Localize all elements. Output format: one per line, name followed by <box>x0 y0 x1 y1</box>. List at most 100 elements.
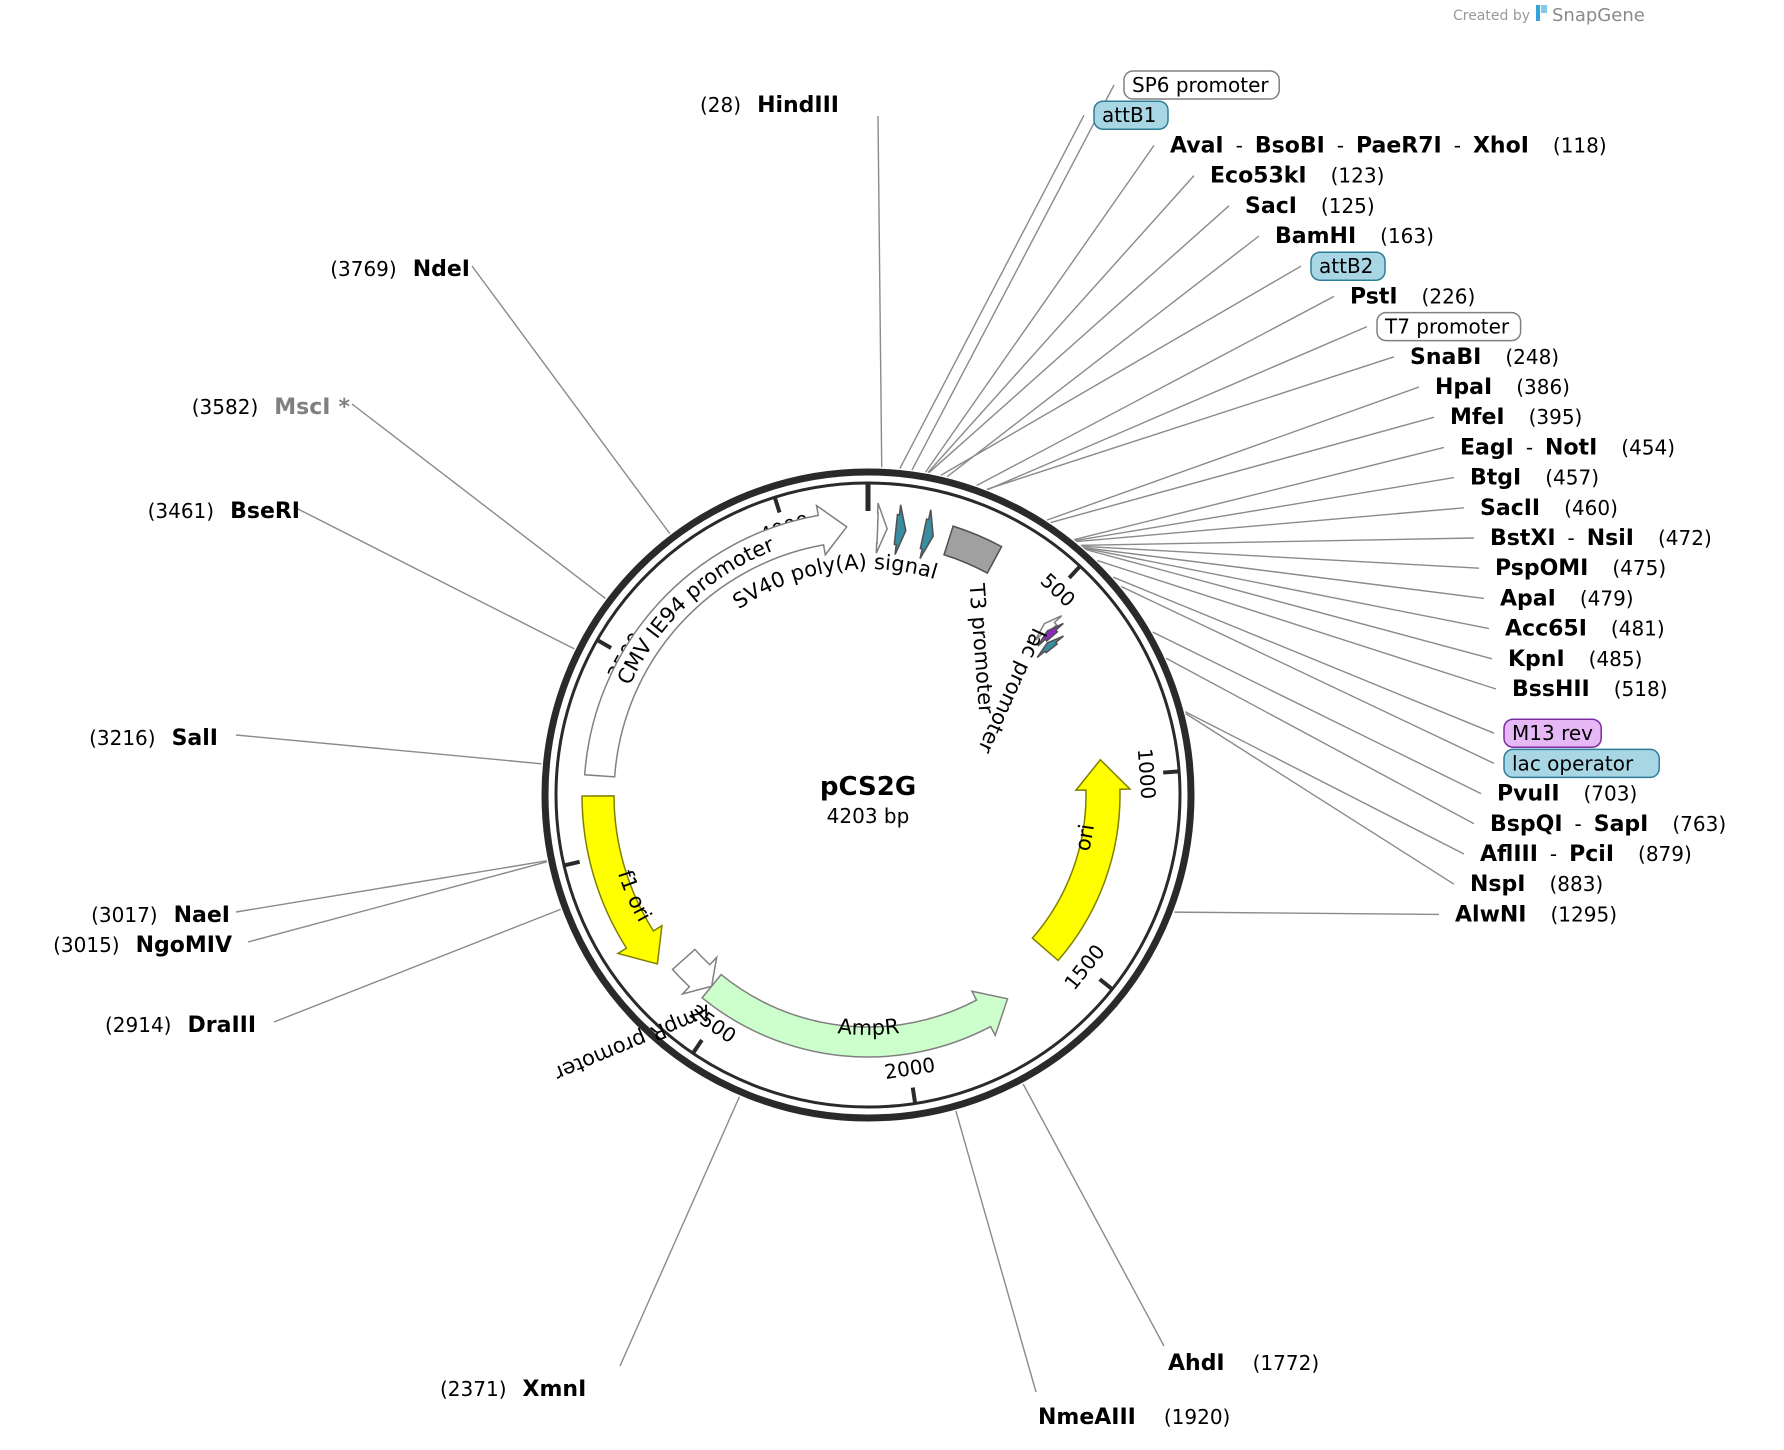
leader-line <box>955 1110 1037 1393</box>
ruler-tick <box>1067 564 1082 580</box>
plasmid-size: 4203 bp <box>827 804 910 828</box>
feature-tag-label: T7 promoter <box>1384 315 1510 339</box>
ruler-tick <box>596 638 613 650</box>
leader-line <box>1185 713 1455 885</box>
credit: Created by SnapGene <box>1453 5 1645 26</box>
ruler-tick <box>563 859 581 868</box>
site-label: AvaI-BsoBI-PaeR7I-XhoI(118) <box>1170 133 1607 158</box>
site-label: NmeAIII(1920) <box>1038 1405 1230 1430</box>
feature-tag-label: SP6 promoter <box>1132 73 1269 97</box>
ruler-label: 1000 <box>1133 748 1161 801</box>
feature-ori <box>1031 758 1132 962</box>
leader-line <box>946 235 1260 478</box>
site-label: PspOMI(475) <box>1495 556 1666 581</box>
leader-line <box>1165 657 1475 825</box>
feature-tag <box>1503 748 1660 779</box>
site-label: AflIII-PciI(879) <box>1480 842 1692 867</box>
site-label: AhdI(1772) <box>1168 1351 1319 1376</box>
leader-line <box>1152 631 1482 795</box>
feature-tag-label: lac operator <box>1512 751 1634 775</box>
site-label: BstXI-NsiI(472) <box>1490 526 1712 551</box>
ruler-tick <box>910 1087 918 1104</box>
site-label: SacII(460) <box>1480 496 1618 521</box>
site-label: (2371)XmnI <box>440 1377 586 1402</box>
leader-line <box>877 115 883 468</box>
snapgene-logo-icon <box>1536 5 1547 21</box>
feature-t3-promoter <box>943 525 1003 575</box>
leader-line <box>987 325 1368 491</box>
leader-line <box>1120 585 1495 765</box>
credit-brand: SnapGene <box>1552 5 1645 26</box>
leader-line <box>1050 416 1435 524</box>
leader-line <box>235 734 542 765</box>
site-label: (2914)DraIII <box>105 1013 256 1038</box>
leader-line <box>1112 576 1495 734</box>
site-label: Acc65I(481) <box>1505 617 1665 642</box>
site-label: BamHI(163) <box>1275 224 1434 249</box>
site-label: (3017)NaeI <box>91 903 230 928</box>
site-label: EagI-NotI(454) <box>1460 435 1675 460</box>
feature-label-ori: ori <box>1070 823 1099 854</box>
leader-line <box>295 507 575 650</box>
feature-ampr <box>701 973 1009 1058</box>
site-label: ApaI(479) <box>1500 586 1634 611</box>
site-label: (3216)SalI <box>89 726 218 751</box>
leader-line <box>976 295 1335 487</box>
site-label: SacI(125) <box>1245 194 1375 219</box>
site-label: (3769)NdeI <box>330 257 470 282</box>
feature-lac-operator <box>1036 635 1065 659</box>
leader-line <box>899 114 1085 469</box>
site-label: BspQI-SapI(763) <box>1490 812 1726 837</box>
feature-tag-label: attB1 <box>1102 103 1156 127</box>
leader-line <box>924 144 1155 473</box>
site-label: KpnI(485) <box>1508 647 1642 672</box>
leader-line <box>986 356 1395 490</box>
credit-prefix: Created by <box>1453 8 1530 24</box>
plasmid-name: pCS2G <box>820 772 916 802</box>
leader-line <box>1083 546 1485 600</box>
leader-line <box>1080 537 1475 547</box>
site-label: PvuII(703) <box>1497 782 1637 807</box>
leader-line <box>247 861 548 943</box>
site-label: BssHII(518) <box>1512 677 1668 702</box>
feature-label-cmv: CMV IE94 promoter <box>613 532 778 688</box>
feature-tag-label: M13 rev <box>1512 721 1593 745</box>
leader-line <box>1074 476 1455 542</box>
site-label: MfeI(395) <box>1450 405 1582 430</box>
ruler-tick <box>1098 977 1114 991</box>
site-label: SnaBI(248) <box>1410 345 1559 370</box>
feature-attb1 <box>893 504 907 555</box>
site-labels: SP6 promoter attB1AvaI-BsoBI-PaeR7I-XhoI(… <box>53 70 1726 1430</box>
feature-tag-label: attB2 <box>1319 254 1373 278</box>
site-label: (28)HindIII <box>700 93 839 118</box>
site-label: Eco53kI(123) <box>1210 164 1384 189</box>
site-label: (3582)MscI* <box>192 395 351 420</box>
leader-line <box>1076 507 1465 543</box>
leader-line <box>351 403 606 600</box>
leader-line <box>1081 545 1480 569</box>
site-label: NspI(883) <box>1470 872 1603 897</box>
leader-line <box>927 175 1195 473</box>
leader-line <box>235 860 547 913</box>
leader-line <box>928 205 1230 474</box>
leader-line <box>1083 547 1490 630</box>
leader-line <box>1022 1083 1165 1347</box>
feature-m13-rev <box>1037 622 1064 647</box>
feature-tag <box>1123 70 1280 100</box>
ruler-label: 2000 <box>883 1053 937 1084</box>
leader-line <box>273 908 561 1023</box>
ruler-tick <box>772 496 782 514</box>
leader-line <box>471 265 671 535</box>
leader-line <box>1097 559 1497 690</box>
feature-tag <box>1376 311 1522 342</box>
leader-line <box>1073 446 1445 541</box>
leader-line <box>1046 386 1420 521</box>
site-label: PstI(226) <box>1350 284 1475 309</box>
leader-line <box>1085 548 1493 660</box>
feature-cmv-ie94-promoter <box>583 503 848 778</box>
ruler-tick <box>1162 769 1180 775</box>
leader-line <box>911 84 1115 471</box>
feature-label-ampr: AmpR <box>837 1014 901 1040</box>
site-label: (3015)NgoMIV <box>53 933 232 958</box>
